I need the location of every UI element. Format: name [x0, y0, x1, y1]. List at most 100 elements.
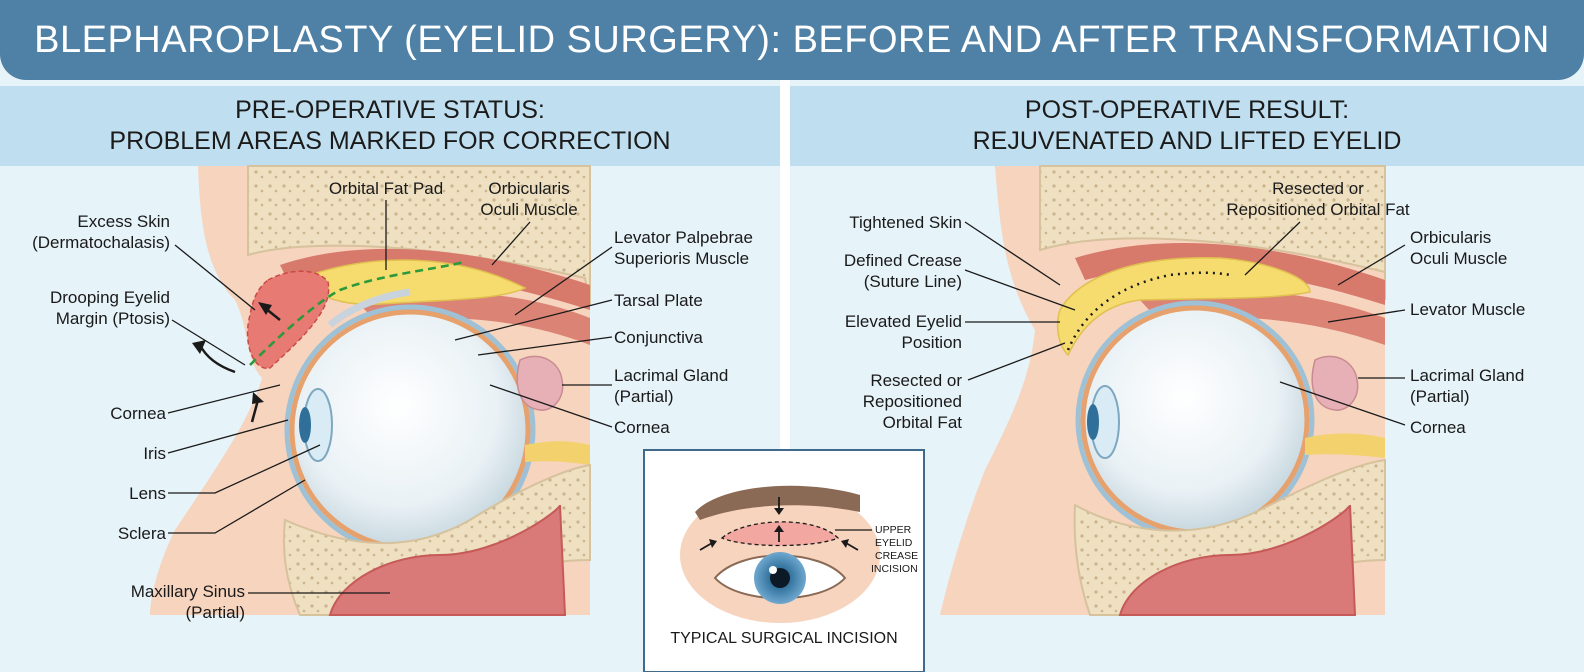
- label-levator-right: Levator Muscle: [1410, 300, 1525, 319]
- label-levator-2: Superioris Muscle: [614, 249, 749, 268]
- post-op-orbital-fat: [1056, 256, 1311, 357]
- pre-op-heading-line1: PRE-OPERATIVE STATUS:: [235, 96, 545, 124]
- inset-arrow-bottom-head: [774, 525, 784, 532]
- post-op-suture-line: [1066, 271, 1231, 351]
- inset-label-3: CREASE: [875, 550, 918, 562]
- label-defined-crease-1: Defined Crease: [844, 251, 962, 270]
- post-op-anatomy: [940, 165, 1386, 616]
- label-iris: Iris: [143, 444, 166, 463]
- label-cornea-post: Cornea: [1410, 418, 1466, 437]
- pre-op-heading-line2: PROBLEM AREAS MARKED FOR CORRECTION: [109, 127, 671, 155]
- pre-op-anatomy: [150, 165, 591, 616]
- post-op-heading-line1: POST-OPERATIVE RESULT:: [1024, 96, 1350, 124]
- leader-cornea-left: [167, 384, 281, 414]
- label-orbicularis-1: Orbicularis: [488, 179, 569, 198]
- inset-label-2: EYELID: [875, 537, 913, 549]
- label-elevated-1: Elevated Eyelid: [845, 312, 962, 331]
- inset-arrow-left: [699, 542, 713, 551]
- label-sclera: Sclera: [118, 524, 167, 543]
- pre-op-lift-arrow-head: [192, 340, 206, 354]
- leader-defined-crease: [964, 269, 1076, 311]
- leader-tarsal: [454, 299, 613, 341]
- pre-op-maxillary-sinus: [328, 504, 567, 616]
- leader-excess-skin: [174, 244, 256, 311]
- pre-op-correction-marker: [249, 260, 466, 366]
- inset-label-1: UPPER: [875, 524, 912, 536]
- pre-op-brow-bone: [247, 165, 591, 306]
- leader-cornea-post: [1279, 381, 1406, 426]
- pre-op-skin-arrow-head: [258, 302, 272, 315]
- leader-orbicularis: [491, 221, 531, 266]
- pre-op-up-arrow: [250, 399, 260, 423]
- post-op-labels: Tightened Skin Defined Crease (Suture Li…: [844, 179, 1525, 437]
- pre-op-heading: PRE-OPERATIVE STATUS: PROBLEM AREAS MARK…: [0, 86, 780, 166]
- label-excess-skin-1: Excess Skin: [77, 212, 170, 231]
- inset-caption: TYPICAL SURGICAL INCISION: [670, 630, 897, 647]
- label-maxillary-1: Maxillary Sinus: [131, 582, 245, 601]
- leader-iris: [167, 419, 289, 454]
- leader-drooping: [171, 319, 246, 366]
- post-op-iris: [1087, 404, 1099, 440]
- pre-op-orbital-fat-pad: [309, 259, 527, 306]
- pre-op-leader-lines: [167, 200, 613, 594]
- pre-op-up-arrow-head: [252, 392, 264, 404]
- page-title: BLEPHAROPLASTY (EYELID SURGERY): BEFORE …: [34, 18, 1550, 61]
- leader-levator-right: [1327, 309, 1406, 323]
- label-lacrimal-right-1: Lacrimal Gland: [1410, 366, 1524, 385]
- label-lacrimal-2: (Partial): [614, 387, 674, 406]
- label-levator-1: Levator Palpebrae: [614, 228, 753, 247]
- post-op-brow-bone: [1039, 165, 1386, 300]
- leader-tightened-skin: [964, 221, 1061, 286]
- label-resected-top-2: Repositioned Orbital Fat: [1226, 200, 1410, 219]
- label-drooping-2: Margin (Ptosis): [56, 309, 170, 328]
- leader-resected-top: [1244, 221, 1301, 276]
- panel-divider: [780, 80, 790, 672]
- pre-op-labels: Excess Skin (Dermatochalasis) Drooping E…: [32, 179, 753, 622]
- pre-op-optic-nerve: [525, 441, 590, 465]
- inset-arrow-left-head: [709, 539, 717, 548]
- inset-eyebrow: [695, 485, 860, 520]
- label-defined-crease-2: (Suture Line): [864, 272, 962, 291]
- pre-op-lacrimal-gland: [516, 355, 564, 411]
- leader-conjunctiva: [477, 336, 613, 356]
- title-bar: BLEPHAROPLASTY (EYELID SURGERY): BEFORE …: [0, 0, 1584, 80]
- pre-op-excess-skin: [246, 270, 330, 369]
- label-cornea-right: Cornea: [614, 418, 670, 437]
- inset-arrow-right: [845, 542, 859, 551]
- leader-lens: [168, 444, 321, 494]
- leader-cornea-right: [489, 384, 613, 428]
- inset-arrow-right-head: [841, 539, 849, 548]
- label-tarsal-plate: Tarsal Plate: [614, 291, 703, 310]
- post-op-optic-nerve: [1305, 433, 1385, 458]
- leader-levator: [514, 246, 613, 316]
- label-lacrimal-1: Lacrimal Gland: [614, 366, 728, 385]
- inset-pupil-highlight: [769, 566, 777, 574]
- pre-op-iris: [299, 407, 311, 443]
- leader-sclera: [168, 479, 306, 534]
- label-maxillary-2: (Partial): [185, 603, 245, 622]
- label-resected-left-2: Repositioned: [863, 392, 962, 411]
- post-op-orbicularis-muscle: [1075, 242, 1385, 305]
- label-lacrimal-right-2: (Partial): [1410, 387, 1470, 406]
- label-orbicularis-right-1: Orbicularis: [1410, 228, 1491, 247]
- incision-inset: UPPER EYELID CREASE INCISION TYPICAL SUR…: [643, 449, 925, 672]
- post-op-maxillary-sinus: [1118, 504, 1357, 616]
- label-drooping-1: Drooping Eyelid: [50, 288, 170, 307]
- label-orbicularis-2: Oculi Muscle: [480, 200, 577, 219]
- label-excess-skin-2: (Dermatochalasis): [32, 233, 170, 252]
- post-op-heading: POST-OPERATIVE RESULT: REJUVENATED AND L…: [790, 86, 1584, 166]
- label-orbital-fat-pad: Orbital Fat Pad: [329, 179, 443, 198]
- inset-arrow-top-head: [774, 508, 784, 515]
- leader-orbicularis-right: [1337, 244, 1406, 286]
- pre-op-lift-arrow: [198, 344, 236, 374]
- label-tightened-skin: Tightened Skin: [849, 213, 962, 232]
- inset-incision-area: [720, 521, 840, 547]
- label-lens: Lens: [129, 484, 166, 503]
- label-resected-top-1: Resected or: [1272, 179, 1364, 198]
- label-conjunctiva: Conjunctiva: [614, 328, 703, 347]
- pre-op-tarsal-plate: [327, 288, 411, 328]
- inset-label-4: INCISION: [871, 563, 918, 575]
- label-resected-left-1: Resected or: [870, 371, 962, 390]
